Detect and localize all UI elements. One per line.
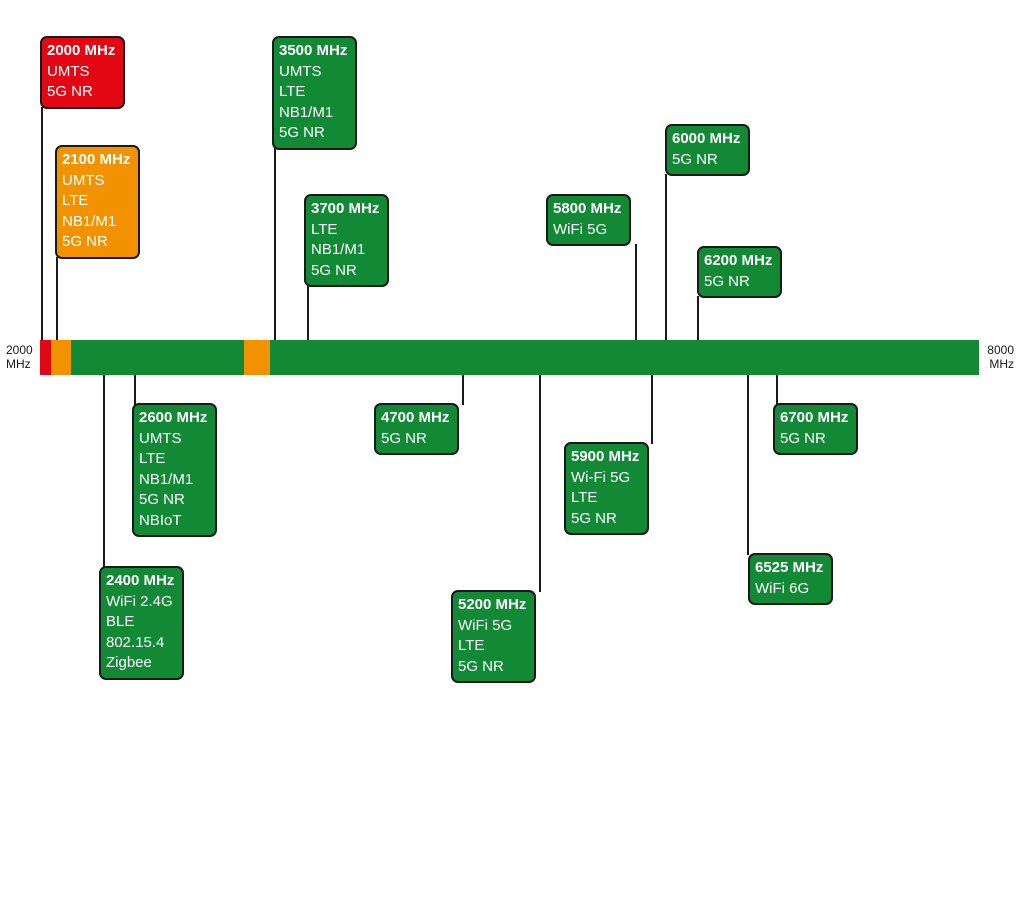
band-frequency: 5800 MHz — [553, 200, 622, 217]
band-technology: 5G NR — [62, 233, 108, 250]
connector-line-4700-mhz — [462, 375, 464, 405]
band-technology: 5G NR — [47, 83, 93, 100]
band-box-4700-mhz: 4700 MHz 5G NR — [374, 403, 460, 455]
band-frequency: 5900 MHz — [571, 448, 640, 465]
band-technology: 5G NR — [311, 261, 357, 279]
band-technology: 5G NR — [139, 491, 185, 508]
band-frequency: 3700 MHz — [311, 200, 380, 217]
band-frequency: 2600 MHz — [139, 409, 208, 426]
connector-line-2100-mhz — [56, 257, 58, 340]
band-technology: UMTS — [279, 62, 322, 80]
spectrum-bar — [40, 340, 979, 375]
band-technology: LTE — [458, 637, 485, 654]
axis-start-unit: MHz — [6, 357, 31, 371]
band-technology: WiFi 5G — [553, 220, 608, 238]
band-frequency: 6200 MHz — [704, 252, 773, 269]
band-frequency: 2000 MHz — [47, 42, 116, 59]
band-technology: LTE — [62, 192, 89, 209]
band-technology: 5G NR — [672, 150, 718, 168]
band-technology: 5G NR — [571, 509, 617, 527]
connector-line-6000-mhz — [665, 174, 667, 340]
band-frequency: 6525 MHz — [755, 559, 824, 576]
band-technology: WiFi 6G — [755, 579, 810, 597]
band-technology: LTE — [139, 450, 166, 467]
band-frequency: 2100 MHz — [62, 151, 131, 168]
bar-segment-orange-3 — [244, 340, 271, 375]
band-technology: UMTS — [139, 429, 182, 447]
axis-end-label: 8000 MHz — [987, 343, 1014, 371]
band-frequency: 4700 MHz — [381, 409, 450, 426]
band-technology: NBIoT — [139, 511, 182, 529]
band-technology: 5G NR — [381, 429, 427, 447]
axis-end-value: 8000 — [987, 343, 1014, 357]
band-technology: Wi-Fi 5G — [571, 468, 631, 486]
band-technology: 5G NR — [780, 429, 826, 447]
band-technology: 5G NR — [458, 657, 504, 675]
axis-start-value: 2000 — [6, 343, 33, 357]
connector-line-5800-mhz — [635, 244, 637, 340]
band-technology: Zigbee — [106, 654, 152, 671]
connector-line-2000-mhz — [41, 107, 43, 340]
axis-end-unit: MHz — [989, 357, 1014, 371]
band-technology: LTE — [279, 83, 306, 100]
connector-line-2400-mhz — [103, 375, 105, 568]
bar-segment-red-0 — [40, 340, 51, 375]
connector-line-3500-mhz — [274, 148, 276, 340]
band-technology: WiFi 5G — [458, 616, 513, 634]
band-technology: BLE — [106, 613, 135, 630]
band-technology: UMTS — [62, 171, 105, 189]
band-box-6000-mhz: 6000 MHz 5G NR — [665, 124, 751, 176]
band-box-6200-mhz: 6200 MHz 5G NR — [697, 246, 783, 298]
band-technology: LTE — [571, 489, 598, 506]
band-technology: NB1/M1 — [62, 212, 117, 230]
band-technology: 802.15.4 — [106, 633, 165, 651]
axis-start-label: 2000 MHz — [6, 343, 33, 371]
connector-line-6700-mhz — [776, 375, 778, 405]
connector-line-6525-mhz — [747, 375, 749, 555]
band-frequency: 2400 MHz — [106, 572, 175, 589]
bar-segment-orange-1 — [50, 340, 72, 375]
band-frequency: 5200 MHz — [458, 596, 527, 613]
band-frequency: 3500 MHz — [279, 42, 348, 59]
connector-line-3700-mhz — [307, 285, 309, 340]
band-technology: LTE — [311, 220, 338, 238]
band-box-6700-mhz: 6700 MHz 5G NR — [773, 403, 859, 455]
band-technology: 5G NR — [279, 124, 325, 141]
band-technology: NB1/M1 — [279, 103, 334, 121]
band-technology: WiFi 2.4G — [106, 592, 173, 610]
band-frequency: 6700 MHz — [780, 409, 849, 426]
band-frequency: 6000 MHz — [672, 130, 741, 147]
band-technology: NB1/M1 — [139, 470, 194, 488]
connector-line-5200-mhz — [539, 375, 541, 592]
connector-line-6200-mhz — [697, 296, 699, 340]
connector-line-2600-mhz — [134, 375, 136, 405]
band-technology: UMTS — [47, 62, 90, 80]
connector-line-5900-mhz — [651, 375, 653, 444]
band-technology: NB1/M1 — [311, 241, 366, 258]
band-technology: 5G NR — [704, 272, 750, 290]
